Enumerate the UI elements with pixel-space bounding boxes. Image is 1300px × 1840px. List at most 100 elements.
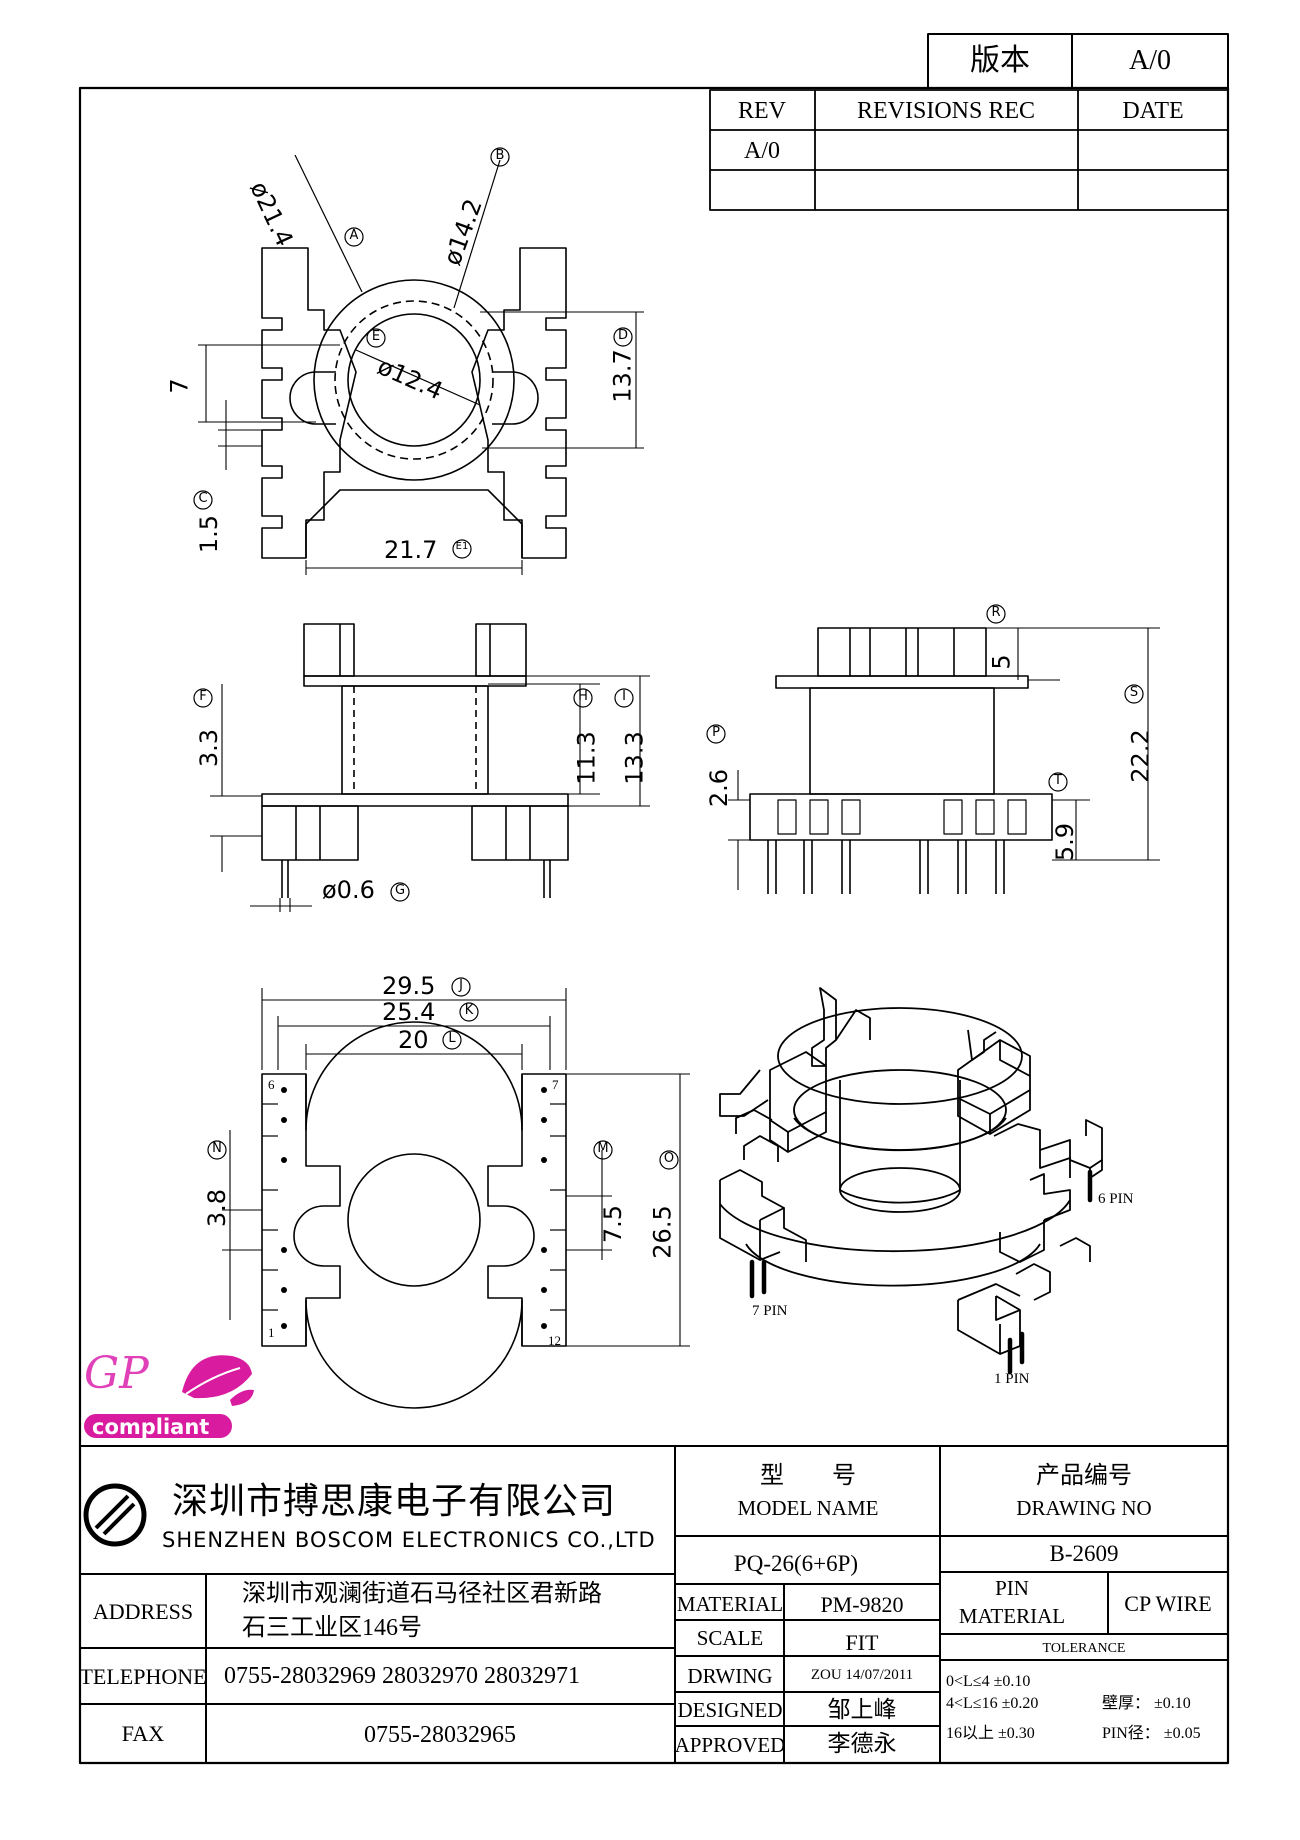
iso-label-6-pin: 6 PIN bbox=[1098, 1191, 1134, 1207]
company-name-en: SHENZHEN BOSCOM ELECTRONICS CO.,LTD bbox=[162, 1528, 656, 1552]
pin-material-value: CP WIRE bbox=[1124, 1591, 1212, 1616]
pin-number-12: 12 bbox=[548, 1333, 561, 1348]
top-view-left-slot bbox=[289, 371, 336, 425]
top-view-bore bbox=[347, 313, 481, 447]
drawing-value: B-2609 bbox=[1049, 1541, 1119, 1566]
front-view-base-left bbox=[261, 805, 359, 861]
dim-inner-20: 20 bbox=[398, 1026, 429, 1054]
iso-label-1-pin: 1 PIN bbox=[994, 1371, 1030, 1387]
front-view-lower-flange bbox=[261, 793, 569, 807]
front-view-core bbox=[341, 685, 489, 795]
dim-slot-75: 7.5 bbox=[599, 1204, 628, 1244]
marker-J: J bbox=[459, 978, 463, 993]
telephone-label: TELEPHONE bbox=[79, 1664, 207, 1689]
model-label-cn: 型 号 bbox=[760, 1463, 856, 1489]
marker-O: O bbox=[663, 1151, 675, 1166]
side-view bbox=[706, 604, 1160, 894]
drawing-label-en: DRAWING NO bbox=[1016, 1496, 1152, 1520]
dim-pin-pitch-254: 25.4 bbox=[382, 998, 436, 1026]
rev-header: REV bbox=[738, 98, 786, 124]
tolerance-row-3: 16以上 ±0.30 bbox=[946, 1725, 1035, 1742]
top-view-outer-ring bbox=[313, 279, 515, 481]
dim-side-5: 5 bbox=[987, 654, 1016, 670]
top-view-left-flange bbox=[261, 247, 357, 559]
pin-number-7: 7 bbox=[552, 1077, 559, 1092]
top-view-right-flange bbox=[471, 247, 567, 559]
drwing-label: DRWING bbox=[687, 1664, 773, 1688]
top-view-hidden-ring bbox=[334, 300, 494, 460]
address-line-1: 深圳市观澜街道石马径社区君新路 bbox=[242, 1581, 602, 1607]
front-view-top-block-left bbox=[303, 623, 355, 677]
designed-value: 邹上峰 bbox=[827, 1697, 897, 1722]
isometric-view bbox=[719, 987, 1103, 1375]
side-view-core bbox=[809, 687, 995, 795]
side-view-top-block bbox=[817, 627, 987, 677]
material-value: PM-9820 bbox=[820, 1592, 904, 1617]
model-value: PQ-26(6+6P) bbox=[733, 1551, 859, 1576]
scale-label: SCALE bbox=[696, 1626, 764, 1650]
revision-table bbox=[709, 89, 1229, 211]
tolerance-row-2: 4<L≤16 ±0.20 bbox=[946, 1695, 1039, 1712]
fax-value: 0755-28032965 bbox=[364, 1722, 516, 1748]
front-view bbox=[193, 623, 650, 912]
dim-depth-265: 26.5 bbox=[648, 1205, 677, 1259]
tolerance-wall: 壁厚： ±0.10 bbox=[1102, 1695, 1191, 1712]
marker-H: H bbox=[578, 689, 588, 704]
dim-side-59: 5.9 bbox=[1051, 822, 1080, 862]
side-view-pins bbox=[767, 840, 1005, 894]
address-label: ADDRESS bbox=[92, 1599, 194, 1624]
gp-logo-subtext: compliant bbox=[92, 1415, 210, 1439]
marker-A: A bbox=[349, 228, 359, 243]
dim-pin-spacing-38: 3.8 bbox=[203, 1188, 232, 1228]
marker-P: P bbox=[712, 725, 720, 740]
marker-B: B bbox=[495, 148, 505, 163]
marker-G: G bbox=[394, 883, 406, 898]
marker-M: M bbox=[597, 1141, 609, 1156]
marker-N: N bbox=[212, 1141, 222, 1156]
gp-logo-text: GP bbox=[84, 1348, 149, 1399]
dim-slot-7: 7 bbox=[165, 378, 194, 394]
pin-number-1: 1 bbox=[268, 1325, 275, 1340]
side-view-base bbox=[749, 793, 1053, 841]
drawing-label-cn: 产品编号 bbox=[1036, 1463, 1132, 1489]
company-logo-icon bbox=[83, 1483, 147, 1547]
dim-front-133: 13.3 bbox=[620, 731, 649, 785]
title-block-grid bbox=[80, 1445, 1228, 1763]
top-view-right-slot bbox=[492, 371, 539, 425]
drawing-border bbox=[78, 86, 1230, 1765]
marker-C: C bbox=[198, 491, 208, 506]
marker-K: K bbox=[464, 1003, 474, 1018]
tolerance-pin-diameter: PIN径： ±0.05 bbox=[1102, 1725, 1201, 1742]
pin-number-6: 6 bbox=[268, 1077, 275, 1092]
bottom-view-lower-web bbox=[305, 1299, 523, 1409]
bottom-view-upper-web bbox=[305, 1021, 523, 1131]
top-view-web bbox=[305, 489, 523, 558]
dim-front-33: 3.3 bbox=[195, 728, 224, 768]
telephone-value: 0755-28032969 28032970 28032971 bbox=[224, 1663, 580, 1689]
date-header: DATE bbox=[1122, 98, 1184, 124]
iso-label-7-pin: 7 PIN bbox=[752, 1303, 788, 1319]
front-view-base-right bbox=[471, 805, 569, 861]
dim-pin-diameter: ø0.6 bbox=[322, 876, 375, 904]
version-box bbox=[927, 33, 1229, 89]
dim-height-137: 13.7 bbox=[608, 349, 637, 403]
marker-S: S bbox=[1129, 685, 1139, 700]
marker-F: F bbox=[199, 689, 207, 704]
approved-label: APPROVED bbox=[674, 1733, 786, 1757]
front-view-top-block-right bbox=[475, 623, 527, 677]
scale-value: FIT bbox=[845, 1630, 879, 1655]
marker-E: E bbox=[371, 329, 381, 344]
designed-label: DESIGNED bbox=[677, 1698, 783, 1722]
version-label: 版本 bbox=[970, 44, 1030, 77]
drwing-value: ZOU 14/07/2011 bbox=[810, 1667, 914, 1683]
marker-D: D bbox=[617, 328, 629, 343]
bottom-view-right-flange bbox=[487, 1073, 567, 1347]
version-value: A/0 bbox=[1129, 45, 1171, 76]
bottom-view-left-flange bbox=[261, 1073, 341, 1347]
bottom-view-bore bbox=[347, 1153, 481, 1287]
gp-compliant-logo bbox=[84, 1355, 254, 1438]
material-label: MATERIAL bbox=[676, 1592, 784, 1616]
dim-front-113: 11.3 bbox=[572, 731, 601, 785]
marker-L: L bbox=[448, 1031, 456, 1046]
